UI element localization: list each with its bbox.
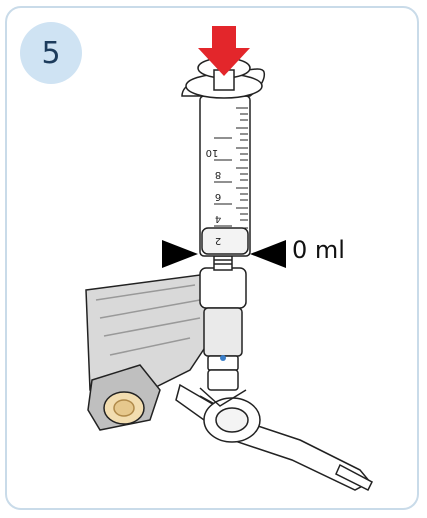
syringe-scale: 10 8 6 4 2 bbox=[206, 147, 222, 246]
connector-tube bbox=[175, 383, 373, 492]
scale-label-4: 4 bbox=[215, 213, 221, 224]
syringe-barrel bbox=[199, 95, 251, 257]
injection-port bbox=[87, 364, 161, 431]
scale-label-10: 10 bbox=[206, 147, 219, 158]
scale-label-8: 8 bbox=[215, 169, 221, 180]
right-marker-arrow-icon bbox=[250, 240, 286, 268]
step-badge: 5 bbox=[20, 22, 82, 84]
vial-adapter bbox=[199, 267, 247, 407]
left-marker-arrow-icon bbox=[162, 240, 198, 268]
scale-label-6: 6 bbox=[215, 191, 221, 202]
press-down-arrow-icon bbox=[198, 26, 250, 76]
volume-label: 0 ml bbox=[292, 236, 345, 264]
step-number: 5 bbox=[41, 35, 61, 71]
scale-label-2: 2 bbox=[215, 235, 221, 246]
